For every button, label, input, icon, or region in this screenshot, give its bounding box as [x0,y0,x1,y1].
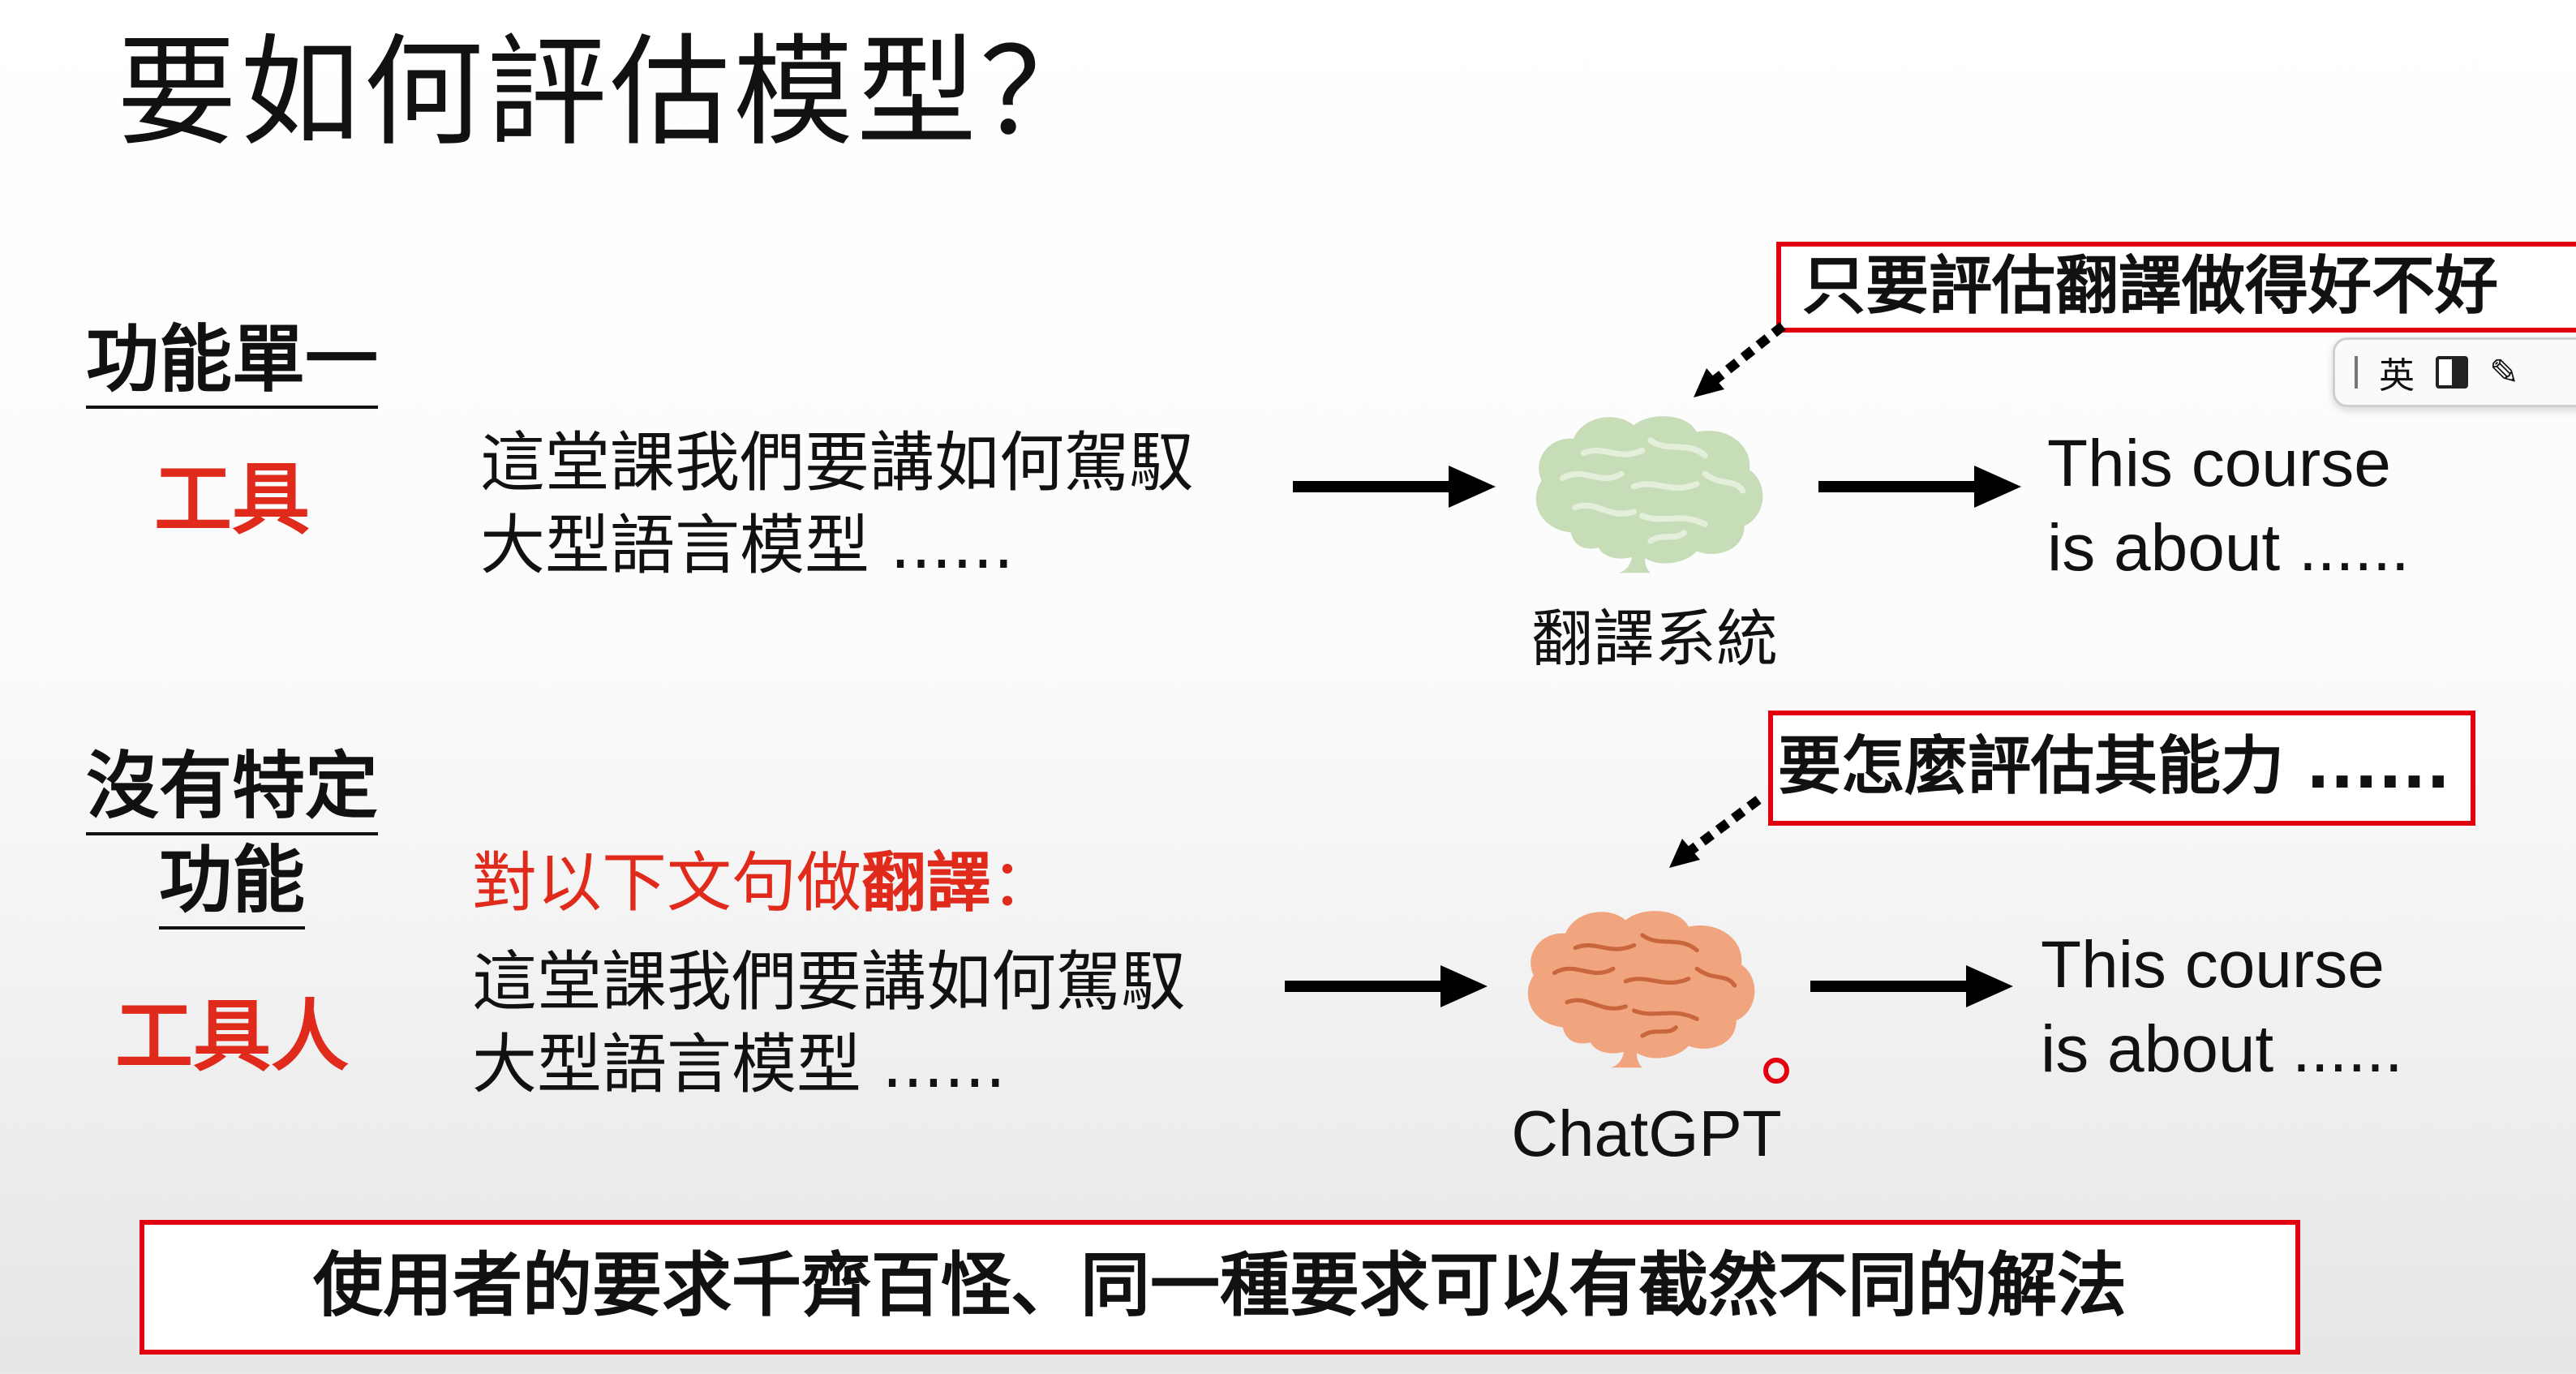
row2-output-line2: is about ...... [2041,1012,2403,1086]
row2-label: 沒有特定 功能 [73,743,391,930]
row2-label-line1: 沒有特定 [86,744,378,835]
row2-label-sub: 工具人 [115,991,349,1082]
row2-callout: 要怎麼評估其能力 ...... [1768,711,2475,826]
row1-callout: 只要評估翻譯做得好不好 [1776,242,2576,333]
row2-instruction-bold: 翻譯 [861,845,991,921]
row1-label-sub: 工具 [154,454,310,545]
ime-drag-handle[interactable] [2355,356,2358,389]
row2-label-line2: 功能 [159,838,305,930]
slide-title: 要如何評估模型？ [117,23,1103,162]
settings-tool-icon[interactable]: ✎ [2489,351,2519,393]
row1-input-line2: 大型語言模型 ...... [480,508,1015,583]
ime-toolbar[interactable]: 英 ✎ [2333,337,2576,407]
row2-callout-arrow [1669,796,1762,868]
row2-input-line1: 這堂課我們要講如何駕馭 [472,944,1186,1020]
bottom-banner: 使用者的要求千齊百怪、同一種要求可以有截然不同的解法 [140,1220,2300,1355]
half-width-icon[interactable] [2436,356,2468,389]
row1-label: 功能單一 [73,316,391,409]
row2-instruction-suffix: ： [991,845,1056,921]
row1-callout-arrow [1694,322,1786,397]
row1-input-text: 這堂課我們要講如何駕馭 大型語言模型 ...... [480,422,1194,587]
row2-arrow-in [1285,965,1488,1007]
ime-language-toggle[interactable]: 英 [2379,355,2415,397]
row2-arrow-out [1810,965,2013,1007]
row2-output-line1: This course [2041,928,2385,1002]
row2-instruction: 對以下文句做翻譯： [472,831,1056,925]
row2-instruction-prefix: 對以下文句做 [472,845,861,921]
cursor-indicator-icon [1763,1058,1789,1084]
row1-input-line1: 這堂課我們要講如何駕馭 [480,425,1194,500]
row2-input-text: 這堂課我們要講如何駕馭 大型語言模型 ...... [472,941,1186,1106]
row2-output-text: This course is about ...... [2041,923,2403,1092]
row1-output-line1: This course [2047,427,2391,500]
row1-model-caption: 翻譯系統 [1531,603,1778,675]
row2-model-caption: ChatGPT [1511,1097,1782,1170]
row1-output-line2: is about ...... [2047,511,2410,585]
row1-label-main: 功能單一 [86,317,378,409]
row1-output-text: This course is about ...... [2047,422,2410,590]
row2-input-line2: 大型語言模型 ...... [472,1027,1007,1102]
brain-icon-orange [1527,911,1755,1068]
row1-arrow-in [1293,466,1496,508]
row1-arrow-out [1818,466,2021,508]
brain-icon-green [1535,416,1763,573]
